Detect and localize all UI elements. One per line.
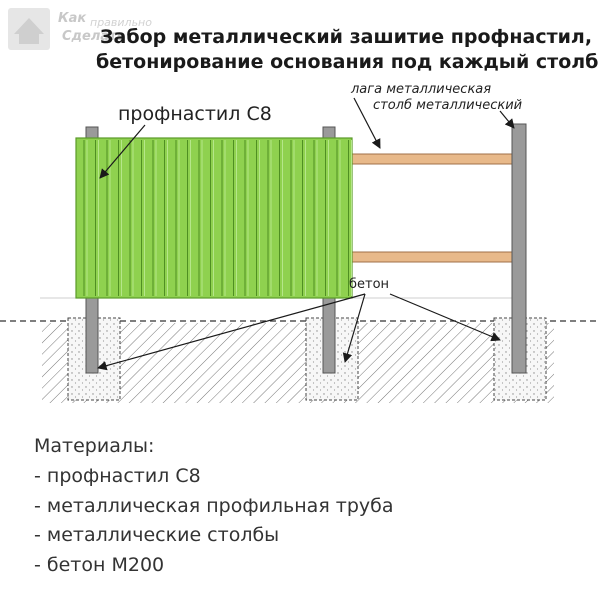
watermark-logo: Как правильно Сделать (8, 8, 152, 50)
arrow-laga (353, 97, 381, 149)
label-beton: бетон (349, 277, 389, 292)
profnastil-sheet (75, 137, 353, 299)
materials-item-1: - профнастил С8 (34, 465, 201, 487)
materials-item-2: - металлическая профильная труба (34, 495, 394, 517)
materials-item-4: - бетон М200 (34, 554, 164, 576)
label-profnastil: профнастил С8 (118, 103, 272, 125)
post-3 (511, 123, 527, 374)
watermark-line2: Сделать (62, 29, 125, 44)
watermark-line1: Как (58, 11, 87, 26)
arrow-beton-3 (389, 293, 501, 342)
watermark-line1-small: правильно (90, 16, 152, 29)
title-line2: бетонирование основания под каждый столб… (96, 51, 600, 73)
arrow-beton-1 (97, 293, 366, 371)
rail-top (351, 153, 515, 165)
sheet-ribs (83, 140, 352, 296)
house-icon (8, 8, 50, 50)
materials-item-3: - металлические столбы (34, 524, 279, 546)
arrow-stolb (499, 110, 515, 129)
label-laga: лага металлическая (350, 82, 491, 97)
rail-bottom (351, 251, 515, 263)
label-stolb: столб металлический (373, 98, 522, 113)
title-line1: Забор металлический зашитие профнастил, (100, 26, 592, 48)
materials-heading: Материалы: (34, 435, 154, 457)
arrow-profnastil (99, 124, 146, 179)
callout-arrows (97, 97, 515, 371)
arrow-beton-2 (342, 293, 366, 363)
